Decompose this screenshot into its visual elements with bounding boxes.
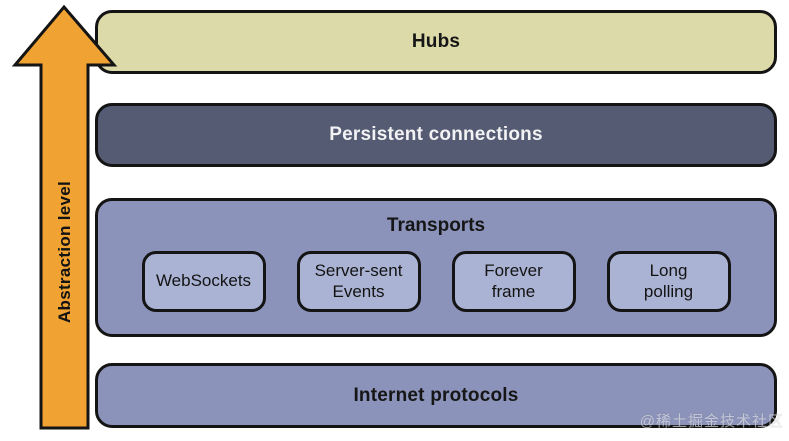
abstraction-level-arrow-icon bbox=[11, 4, 118, 430]
up-arrow-shape bbox=[11, 4, 118, 430]
persistent-connections-label: Persistent connections bbox=[329, 124, 543, 145]
abstraction-level-label: Abstraction level bbox=[55, 180, 74, 324]
transport-websockets: WebSockets bbox=[141, 251, 266, 312]
websockets-label: WebSockets bbox=[155, 271, 252, 291]
layer-transports: Transports WebSockets Server-sent Events… bbox=[95, 198, 777, 337]
layer-hubs: Hubs bbox=[95, 10, 777, 74]
layer-persistent-connections: Persistent connections bbox=[95, 103, 777, 167]
watermark: @稀土掘金技术社区 bbox=[639, 413, 784, 430]
transport-row: WebSockets Server-sent Events Forever fr… bbox=[98, 251, 774, 312]
transport-server-sent-events: Server-sent Events bbox=[296, 251, 421, 312]
layer-internet-protocols: Internet protocols bbox=[95, 363, 777, 428]
transport-long-polling: Long polling bbox=[606, 251, 731, 312]
server-sent-events-label: Server-sent Events bbox=[314, 260, 403, 301]
hubs-label: Hubs bbox=[411, 31, 461, 52]
forever-frame-label: Forever frame bbox=[484, 260, 543, 301]
transports-label: Transports bbox=[386, 215, 486, 236]
transport-forever-frame: Forever frame bbox=[451, 251, 576, 312]
long-polling-label: Long polling bbox=[643, 260, 694, 301]
internet-protocols-label: Internet protocols bbox=[353, 384, 519, 406]
